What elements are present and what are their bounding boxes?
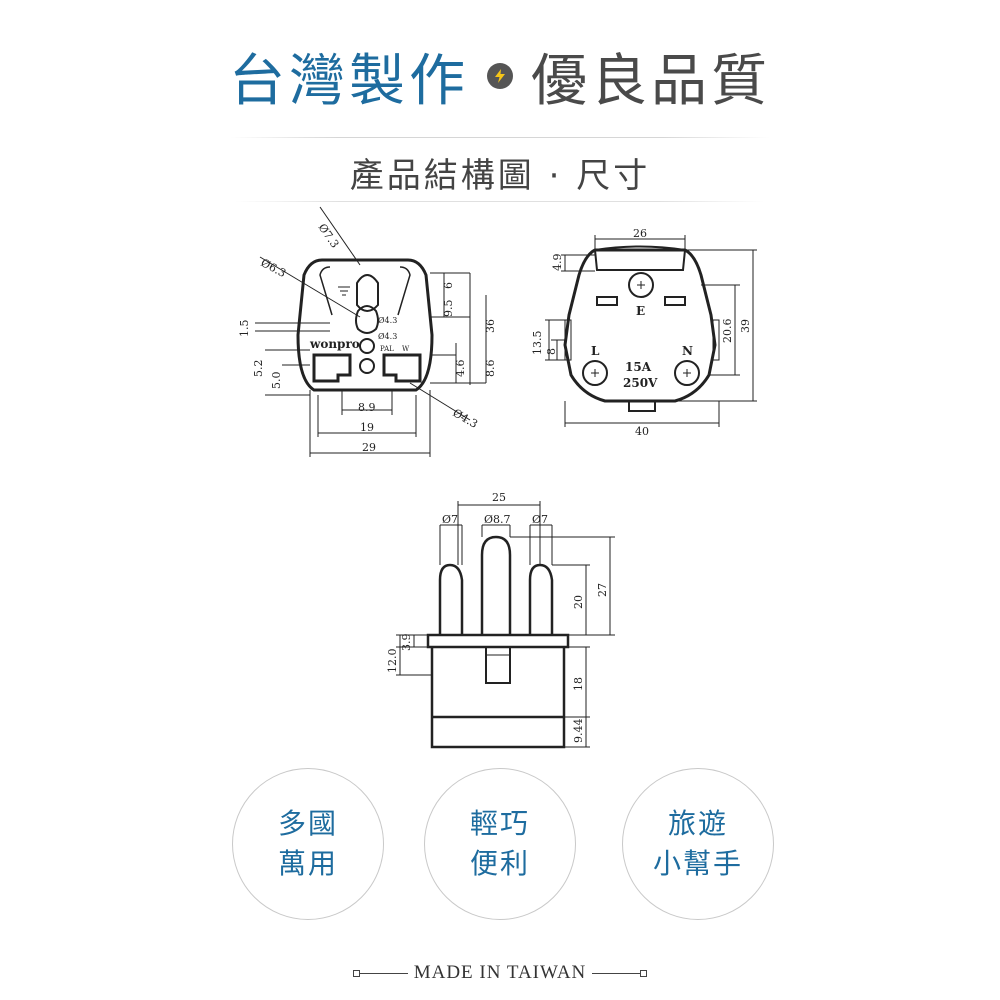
brand-logo: wonpro: [309, 337, 360, 351]
feature-lightweight: 輕巧 便利: [424, 768, 576, 920]
dim-18: 18: [572, 677, 585, 691]
dim-20-6: 20.6: [721, 319, 734, 344]
mark-w: W: [402, 345, 410, 353]
dim-39: 39: [739, 319, 752, 333]
dim-dia-7-3: Ø7.3: [316, 221, 342, 250]
dim-19: 19: [360, 421, 374, 434]
label-neutral: N: [682, 344, 693, 358]
dim-25: 25: [492, 491, 506, 504]
dim-4-9: 4.9: [551, 254, 564, 272]
footer-line-right: [592, 972, 641, 974]
feature-travel: 旅遊 小幫手: [622, 768, 774, 920]
footer-square-right-icon: [640, 969, 648, 977]
footer-square-left-icon: [352, 969, 360, 977]
feature-universal: 多國 萬用: [232, 768, 384, 920]
dim-dia-4-3-a: Ø4.3: [378, 316, 397, 325]
dim-40: 40: [635, 425, 649, 438]
dim-dia-4-3-b: Ø4.3: [378, 332, 397, 341]
back-view-drawing: 26 4.9 13.5 8 20.6 39 40 E L N 15A 250V: [531, 227, 757, 438]
feature-travel-line1: 旅遊: [667, 807, 728, 840]
dim-27: 27: [596, 583, 609, 597]
mark-pal: PAL: [380, 345, 394, 353]
page-title: 台灣製作 優良品質: [0, 36, 1000, 116]
dim-8: 8: [545, 348, 558, 355]
dim-5-2: 5.2: [252, 360, 265, 378]
dim-3-9: 3.9: [400, 634, 413, 652]
dim-dia-7-right: Ø7: [532, 513, 548, 526]
dim-29: 29: [362, 441, 376, 454]
dim-dia-6-3: Ø6.3: [259, 256, 289, 280]
dim-12-0: 12.0: [386, 649, 399, 674]
footer-line-left: [359, 972, 408, 974]
rating-voltage: 250V: [623, 376, 658, 390]
title-made-in-taiwan: 台灣製作: [229, 48, 469, 114]
dim-dia-8-7: Ø8.7: [484, 513, 511, 526]
dim-9-44: 9.44: [572, 719, 585, 744]
dim-9-5: 9.5: [442, 300, 455, 318]
title-quality: 優良品質: [531, 48, 771, 114]
footer-made-in-taiwan: MADE IN TAIWAN: [0, 960, 1000, 986]
header-divider: [230, 137, 770, 138]
dim-6: 6: [442, 282, 455, 289]
section-subtitle: 產品結構圖 · 尺寸: [349, 156, 651, 196]
dim-36: 36: [484, 319, 497, 333]
dim-26: 26: [633, 227, 647, 240]
lightning-bolt-icon: [487, 63, 513, 89]
dim-5-0: 5.0: [270, 372, 283, 390]
footer-text: MADE IN TAIWAN: [413, 962, 587, 983]
dim-4-6: 4.6: [454, 360, 467, 378]
side-view-drawing: 25 Ø7 Ø8.7 Ø7 20 27 12.0 3.9 18 9.44: [386, 491, 615, 749]
front-view-drawing: Ø7.3 Ø6.3 Ø4.3 Ø4.3 1.5 5.2 5.0 8.9 19 2…: [238, 206, 497, 457]
feature-lightweight-line1: 輕巧: [469, 807, 530, 840]
feature-universal-line1: 多國: [277, 807, 338, 840]
dim-20: 20: [572, 595, 585, 609]
feature-universal-line2: 萬用: [277, 847, 338, 880]
dim-dia-7-left: Ø7: [442, 513, 458, 526]
feature-travel-line2: 小幫手: [652, 847, 743, 880]
dim-8-9: 8.9: [358, 401, 376, 414]
feature-lightweight-line2: 便利: [469, 847, 530, 880]
subtitle-divider: [235, 201, 765, 202]
dim-8-6: 8.6: [484, 360, 497, 378]
label-live: L: [591, 344, 600, 358]
rating-current: 15A: [625, 360, 652, 374]
dim-13-5: 13.5: [531, 331, 544, 356]
label-earth: E: [636, 304, 645, 318]
dim-1-5: 1.5: [238, 320, 251, 338]
dim-dia-4-3-c: Ø4.3: [451, 406, 480, 431]
